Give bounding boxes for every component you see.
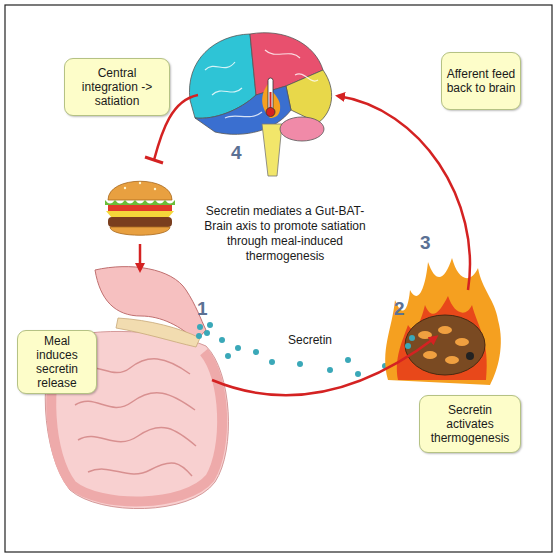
callout-text: Secretin activates thermogenesis bbox=[424, 403, 516, 445]
inhibition-bar bbox=[145, 157, 163, 163]
summary-text: Secretin mediates a Gut-BAT-Brain axis t… bbox=[192, 204, 378, 264]
burger-illustration bbox=[105, 181, 175, 235]
hormone-label: Secretin bbox=[288, 333, 358, 347]
callout-box: Meal induces secretin release bbox=[17, 330, 97, 394]
brain-illustration bbox=[189, 33, 331, 176]
callout-number: 1 bbox=[197, 298, 217, 320]
callout-number: 2 bbox=[394, 298, 414, 320]
callout-text: Afferent feed back to brain bbox=[446, 67, 516, 95]
cycle-arrow bbox=[338, 96, 470, 290]
callout-text: Meal induces secretin release bbox=[22, 334, 92, 390]
callout-number: 3 bbox=[420, 232, 440, 254]
bat-illustration bbox=[385, 258, 501, 385]
callout-box: Central integration -> satiation bbox=[64, 58, 170, 116]
callout-text: Central integration -> satiation bbox=[69, 66, 165, 108]
callout-number: 4 bbox=[231, 142, 251, 164]
frame bbox=[5, 5, 552, 552]
callout-box: Secretin activates thermogenesis bbox=[419, 395, 521, 453]
callout-box: Afferent feed back to brain bbox=[441, 52, 521, 110]
cycle-arrow bbox=[139, 244, 142, 270]
